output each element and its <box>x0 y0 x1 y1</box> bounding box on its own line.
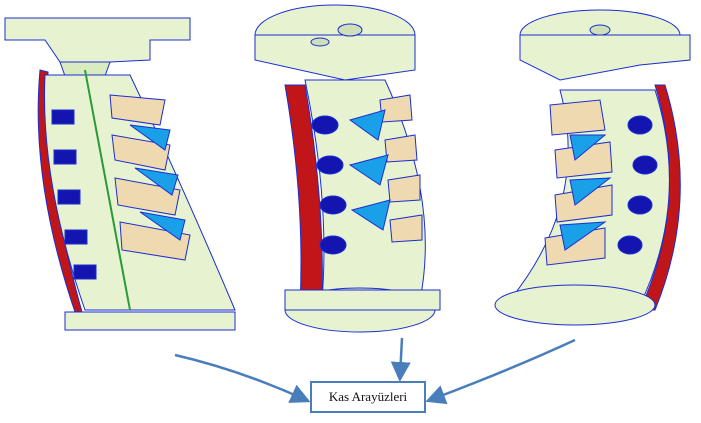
model-view-right <box>495 10 690 325</box>
label-text: Kas Arayüzleri <box>329 389 407 405</box>
arrow-left <box>175 355 306 400</box>
model-view-left <box>5 18 235 330</box>
arrow-center <box>400 338 402 377</box>
muscle-interfaces-label: Kas Arayüzleri <box>310 381 426 413</box>
model-view-center <box>255 5 440 332</box>
arrow-right <box>430 340 575 400</box>
